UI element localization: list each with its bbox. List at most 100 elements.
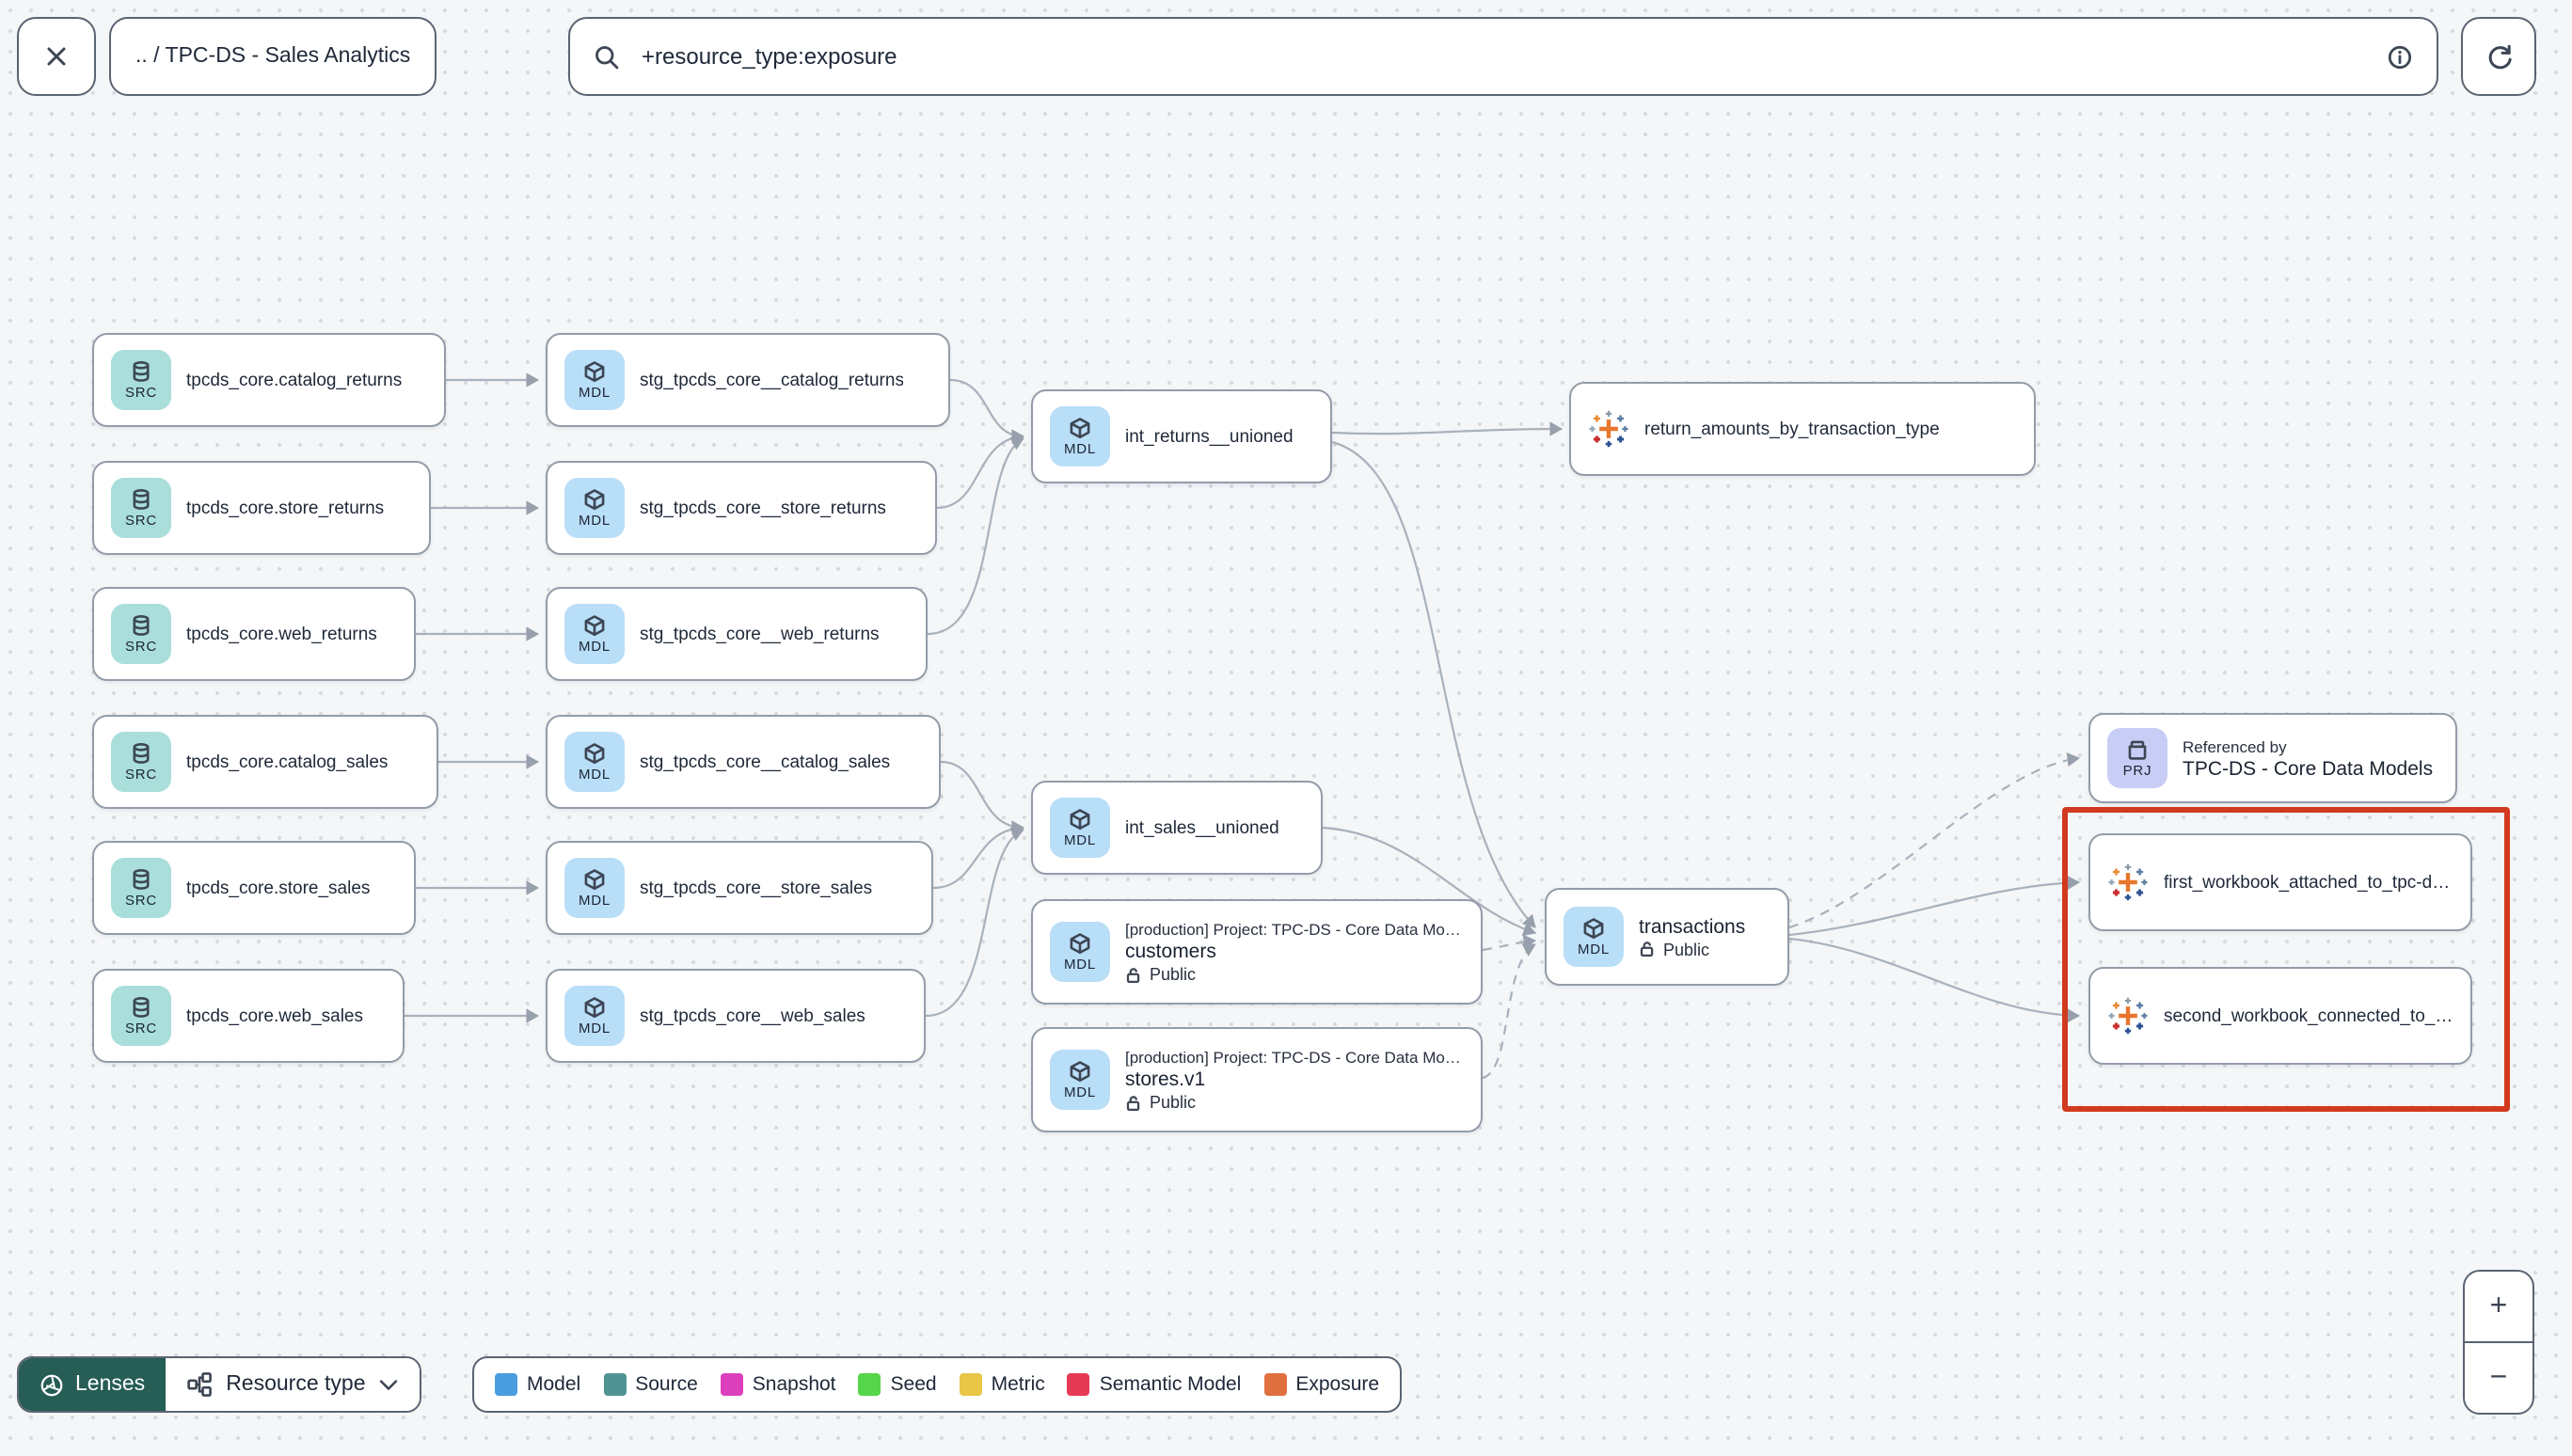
breadcrumb[interactable]: .. / TPC-DS - Sales Analytics [109, 17, 437, 96]
close-button[interactable] [17, 17, 96, 96]
model-badge: MDL [564, 986, 625, 1046]
legend-swatch-snapshot [720, 1373, 743, 1396]
node-stg-tpcds-core-catalog-sales[interactable]: MDL stg_tpcds_core__catalog_sales [546, 715, 941, 809]
search-bar[interactable] [568, 17, 2438, 96]
resource-type-icon [187, 1372, 213, 1397]
node-project-header: [production] Project: TPC-DS - Core Data… [1125, 920, 1461, 939]
node-first-workbook[interactable]: first_workbook_attached_to_tpc-ds_-_… [2088, 833, 2472, 931]
node-label: TPC-DS - Core Data Models [2183, 757, 2434, 780]
zoom-out-button[interactable]: − [2465, 1341, 2532, 1413]
model-badge: MDL [1050, 1050, 1110, 1110]
cube-icon [1070, 1060, 1090, 1082]
legend-swatch-model [495, 1373, 517, 1396]
node-return-amounts-by-transaction-type[interactable]: return_amounts_by_transaction_type [1569, 382, 2036, 476]
cube-icon [584, 868, 605, 890]
node-text: Referenced by TPC-DS - Core Data Models [2183, 736, 2433, 780]
node-label: tpcds_core.store_sales [186, 878, 371, 898]
resource-type-legend: Model Source Snapshot Seed Metric Semant… [472, 1356, 1403, 1413]
zoom-in-button[interactable]: + [2489, 1290, 2508, 1321]
legend-item-exposure: Exposure [1263, 1373, 1379, 1396]
node-stg-tpcds-core-web-sales[interactable]: MDL stg_tpcds_core__web_sales [546, 969, 926, 1063]
archive-box-icon [2128, 740, 2147, 760]
refresh-icon [2488, 44, 2512, 70]
node-tpcds-core-catalog-sales[interactable]: SRC tpcds_core.catalog_sales [92, 715, 438, 809]
node-stg-tpcds-core-catalog-returns[interactable]: MDL stg_tpcds_core__catalog_returns [546, 333, 950, 427]
cube-icon [1070, 808, 1090, 830]
node-access: Public [1125, 965, 1461, 984]
legend-swatch-source [603, 1373, 627, 1396]
node-int-sales-unioned[interactable]: MDL int_sales__unioned [1031, 781, 1323, 875]
model-badge: MDL [564, 858, 625, 918]
node-label: first_workbook_attached_to_tpc-ds_-_… [2164, 872, 2455, 893]
cube-icon [1070, 417, 1090, 438]
node-referenced-by-project[interactable]: PRJ Referenced by TPC-DS - Core Data Mod… [2088, 713, 2457, 803]
legend-item-semantic-model: Semantic Model [1067, 1373, 1241, 1396]
cube-icon [584, 360, 605, 382]
node-tpcds-core-store-returns[interactable]: SRC tpcds_core.store_returns [92, 461, 431, 555]
cube-icon [584, 488, 605, 510]
source-badge: SRC [111, 858, 171, 918]
source-badge: SRC [111, 350, 171, 410]
node-access: Public [1639, 940, 1745, 958]
node-label: stg_tpcds_core__web_returns [640, 624, 880, 644]
model-badge: MDL [564, 604, 625, 664]
node-label: tpcds_core.catalog_returns [186, 370, 403, 390]
unlock-icon [1126, 1095, 1140, 1111]
cube-icon [1070, 932, 1090, 954]
lenses-button[interactable]: Lenses [19, 1358, 167, 1411]
node-stg-tpcds-core-store-sales[interactable]: MDL stg_tpcds_core__store_sales [546, 841, 933, 935]
tableau-icon [1589, 410, 1628, 448]
node-label: customers [1125, 941, 1216, 963]
legend-swatch-metric [959, 1373, 982, 1396]
node-text: [production] Project: TPC-DS - Core Data… [1125, 920, 1461, 984]
source-badge: SRC [111, 478, 171, 538]
node-customers[interactable]: MDL [production] Project: TPC-DS - Core … [1031, 899, 1483, 1005]
node-tpcds-core-store-sales[interactable]: SRC tpcds_core.store_sales [92, 841, 416, 935]
node-label: stg_tpcds_core__store_returns [640, 498, 886, 518]
refresh-button[interactable] [2461, 17, 2536, 96]
aperture-icon [40, 1373, 63, 1396]
lenses-control: Lenses Resource type [17, 1356, 422, 1413]
node-text: transactions Public [1639, 915, 1745, 958]
node-label: stg_tpcds_core__catalog_sales [640, 752, 891, 772]
node-label: int_returns__unioned [1125, 426, 1294, 447]
node-project-header: [production] Project: TPC-DS - Core Data… [1125, 1048, 1461, 1067]
model-badge: MDL [564, 732, 625, 792]
database-icon [133, 742, 150, 764]
node-label: tpcds_core.catalog_sales [186, 752, 389, 772]
lenses-label: Lenses [75, 1373, 146, 1396]
search-input[interactable] [638, 41, 2369, 71]
source-badge: SRC [111, 986, 171, 1046]
node-stg-tpcds-core-web-returns[interactable]: MDL stg_tpcds_core__web_returns [546, 587, 928, 681]
node-second-workbook[interactable]: second_workbook_connected_to_live… [2088, 967, 2472, 1065]
legend-swatch-semantic-model [1067, 1373, 1090, 1396]
node-stg-tpcds-core-store-returns[interactable]: MDL stg_tpcds_core__store_returns [546, 461, 937, 555]
cube-icon [584, 996, 605, 1018]
legend-swatch-seed [858, 1373, 881, 1396]
node-label: return_amounts_by_transaction_type [1644, 419, 1940, 439]
legend-item-metric: Metric [959, 1373, 1045, 1396]
model-badge: MDL [1564, 907, 1624, 967]
unlock-icon [1640, 942, 1654, 957]
resource-type-label: Resource type [226, 1373, 366, 1396]
node-tpcds-core-web-sales[interactable]: SRC tpcds_core.web_sales [92, 969, 405, 1063]
legend-item-seed: Seed [858, 1373, 937, 1396]
database-icon [133, 614, 150, 636]
node-transactions[interactable]: MDL transactions Public [1545, 888, 1789, 986]
resource-type-dropdown[interactable]: Resource type [166, 1358, 421, 1411]
database-icon [133, 868, 150, 890]
node-tpcds-core-web-returns[interactable]: SRC tpcds_core.web_returns [92, 587, 416, 681]
node-stores-v1[interactable]: MDL [production] Project: TPC-DS - Core … [1031, 1027, 1483, 1132]
info-icon[interactable] [2386, 42, 2414, 71]
source-badge: SRC [111, 732, 171, 792]
node-tpcds-core-catalog-returns[interactable]: SRC tpcds_core.catalog_returns [92, 333, 446, 427]
tableau-icon [2108, 997, 2148, 1035]
node-label: transactions [1639, 915, 1746, 938]
search-icon [595, 45, 619, 69]
legend-item-source: Source [603, 1373, 698, 1396]
node-int-returns-unioned[interactable]: MDL int_returns__unioned [1031, 389, 1332, 483]
database-icon [133, 360, 150, 382]
tableau-icon [2108, 863, 2148, 901]
